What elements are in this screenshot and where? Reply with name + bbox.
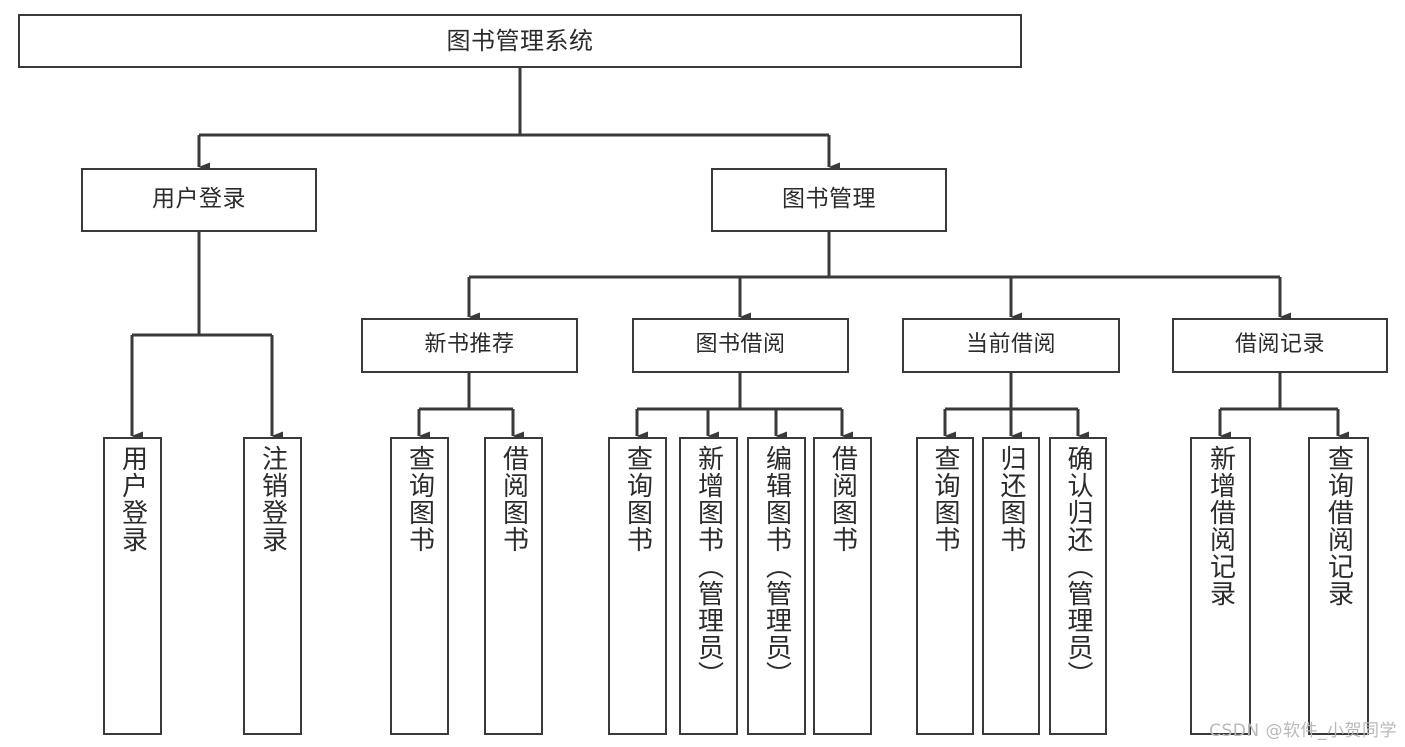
node-label: 新增图书（管理员） — [693, 445, 724, 688]
node-label: 新书推荐 — [424, 332, 515, 358]
node-leaf-confirm-return[interactable]: 确认归还（管理员） — [1049, 437, 1107, 735]
node-leaf-user-login[interactable]: 用户登录 — [103, 437, 162, 735]
node-label: 借阅记录 — [1234, 332, 1325, 358]
node-current-borrow[interactable]: 当前借阅 — [902, 318, 1120, 373]
node-label: 查询图书 — [404, 445, 435, 553]
node-label: 用户登录 — [152, 186, 246, 213]
node-label: 用户登录 — [117, 445, 148, 553]
node-root-system[interactable]: 图书管理系统 — [18, 14, 1022, 68]
node-label: 注销登录 — [257, 445, 288, 553]
node-borrow-record[interactable]: 借阅记录 — [1172, 318, 1388, 373]
node-label: 图书管理系统 — [446, 26, 594, 55]
node-leaf-query-record[interactable]: 查询借阅记录 — [1308, 437, 1369, 735]
node-leaf-query-book-2[interactable]: 查询图书 — [608, 437, 667, 735]
node-label: 归还图书 — [996, 445, 1026, 553]
node-user-login[interactable]: 用户登录 — [81, 168, 317, 232]
node-leaf-edit-book[interactable]: 编辑图书（管理员） — [747, 437, 806, 735]
node-label: 查询图书 — [622, 445, 653, 553]
node-label: 图书借阅 — [695, 332, 786, 358]
node-leaf-logout[interactable]: 注销登录 — [243, 437, 302, 735]
node-label: 新增借阅记录 — [1205, 445, 1236, 607]
node-label: 查询图书 — [930, 445, 960, 553]
node-label: 当前借阅 — [965, 332, 1056, 358]
node-label: 查询借阅记录 — [1323, 445, 1354, 607]
node-label: 确认归还（管理员） — [1063, 445, 1093, 688]
node-leaf-add-record[interactable]: 新增借阅记录 — [1190, 437, 1251, 735]
node-new-book-recommend[interactable]: 新书推荐 — [361, 318, 578, 373]
node-book-borrow[interactable]: 图书借阅 — [632, 318, 849, 373]
node-book-manage[interactable]: 图书管理 — [711, 168, 947, 232]
node-label: 图书管理 — [782, 186, 876, 213]
node-leaf-query-book-1[interactable]: 查询图书 — [390, 437, 449, 735]
node-leaf-borrow-book-1[interactable]: 借阅图书 — [484, 437, 543, 735]
node-label: 编辑图书（管理员） — [761, 445, 792, 688]
node-leaf-query-book-3[interactable]: 查询图书 — [916, 437, 974, 735]
node-label: 借阅图书 — [498, 445, 529, 553]
node-leaf-add-book[interactable]: 新增图书（管理员） — [679, 437, 738, 735]
node-label: 借阅图书 — [827, 445, 858, 553]
connector-lines — [130, 68, 1349, 441]
node-leaf-return-book[interactable]: 归还图书 — [982, 437, 1040, 735]
node-leaf-borrow-book-2[interactable]: 借阅图书 — [813, 437, 872, 735]
